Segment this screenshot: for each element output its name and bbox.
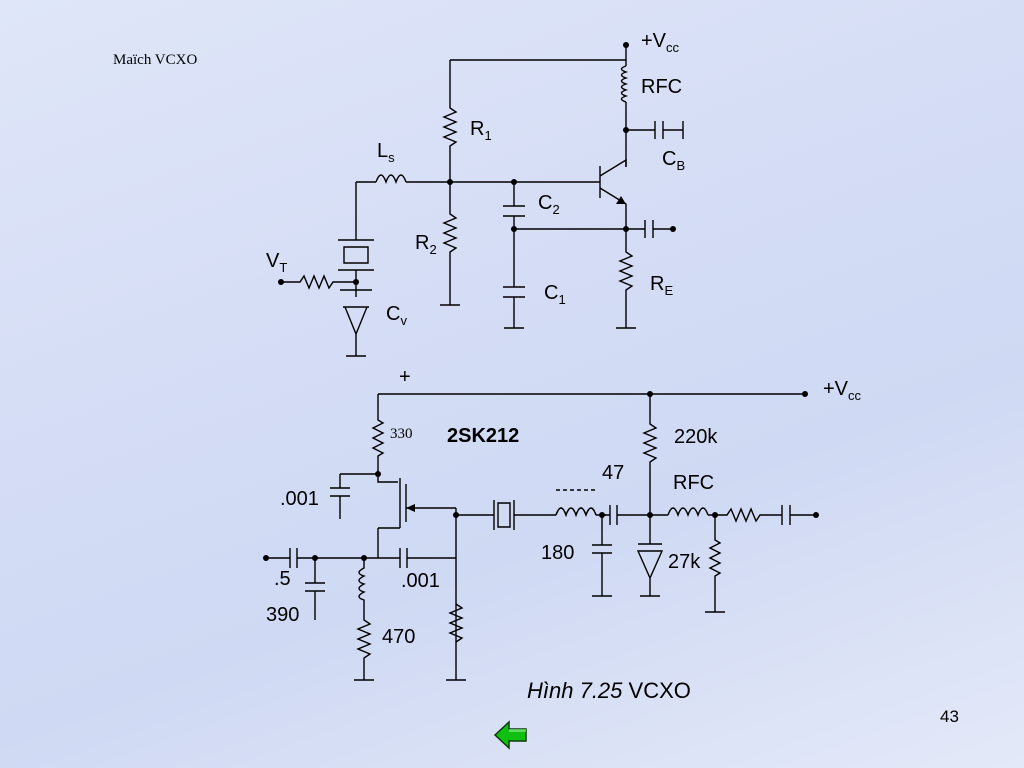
label-c1: C1 (544, 282, 566, 307)
label-dot5: .5 (274, 568, 291, 590)
label-cb: CB (662, 148, 686, 173)
circuit-top (278, 42, 684, 357)
label-c2: C2 (538, 192, 560, 217)
label-001-left: .001 (280, 488, 319, 510)
label-plus: + (399, 366, 411, 388)
label-vt: VT (266, 250, 288, 275)
label-27k: 27k (668, 551, 701, 573)
back-arrow-icon[interactable] (493, 719, 529, 751)
label-re: RE (650, 273, 674, 298)
label-r2: R2 (415, 232, 437, 257)
label-470: 470 (382, 626, 416, 648)
label-47: 47 (602, 462, 625, 484)
label-vcc-bottom: +Vcc (823, 378, 862, 403)
label-330: 330 (390, 426, 413, 442)
label-220k: 220k (674, 426, 718, 448)
slide-title: Maïch VCXO (113, 52, 198, 68)
circuit-bottom (263, 391, 819, 681)
label-390: 390 (266, 604, 300, 626)
label-vcc-top: +Vcc (641, 30, 680, 55)
arrow-shape (493, 720, 527, 750)
label-rfc-top: RFC (641, 76, 683, 98)
figure-text: VCXO (622, 678, 691, 703)
label-ls: Ls (377, 140, 395, 165)
page-number: 43 (940, 707, 959, 726)
label-180: 180 (541, 542, 575, 564)
label-cv: Cv (386, 303, 407, 328)
label-2sk212: 2SK212 (447, 425, 520, 447)
label-rfc-bottom: RFC (673, 472, 715, 494)
figure-number: Hình 7.25 (527, 678, 623, 703)
figure-caption: Hình 7.25 VCXO (527, 678, 691, 704)
label-r1: R1 (470, 118, 492, 143)
label-001-right: .001 (401, 570, 440, 592)
